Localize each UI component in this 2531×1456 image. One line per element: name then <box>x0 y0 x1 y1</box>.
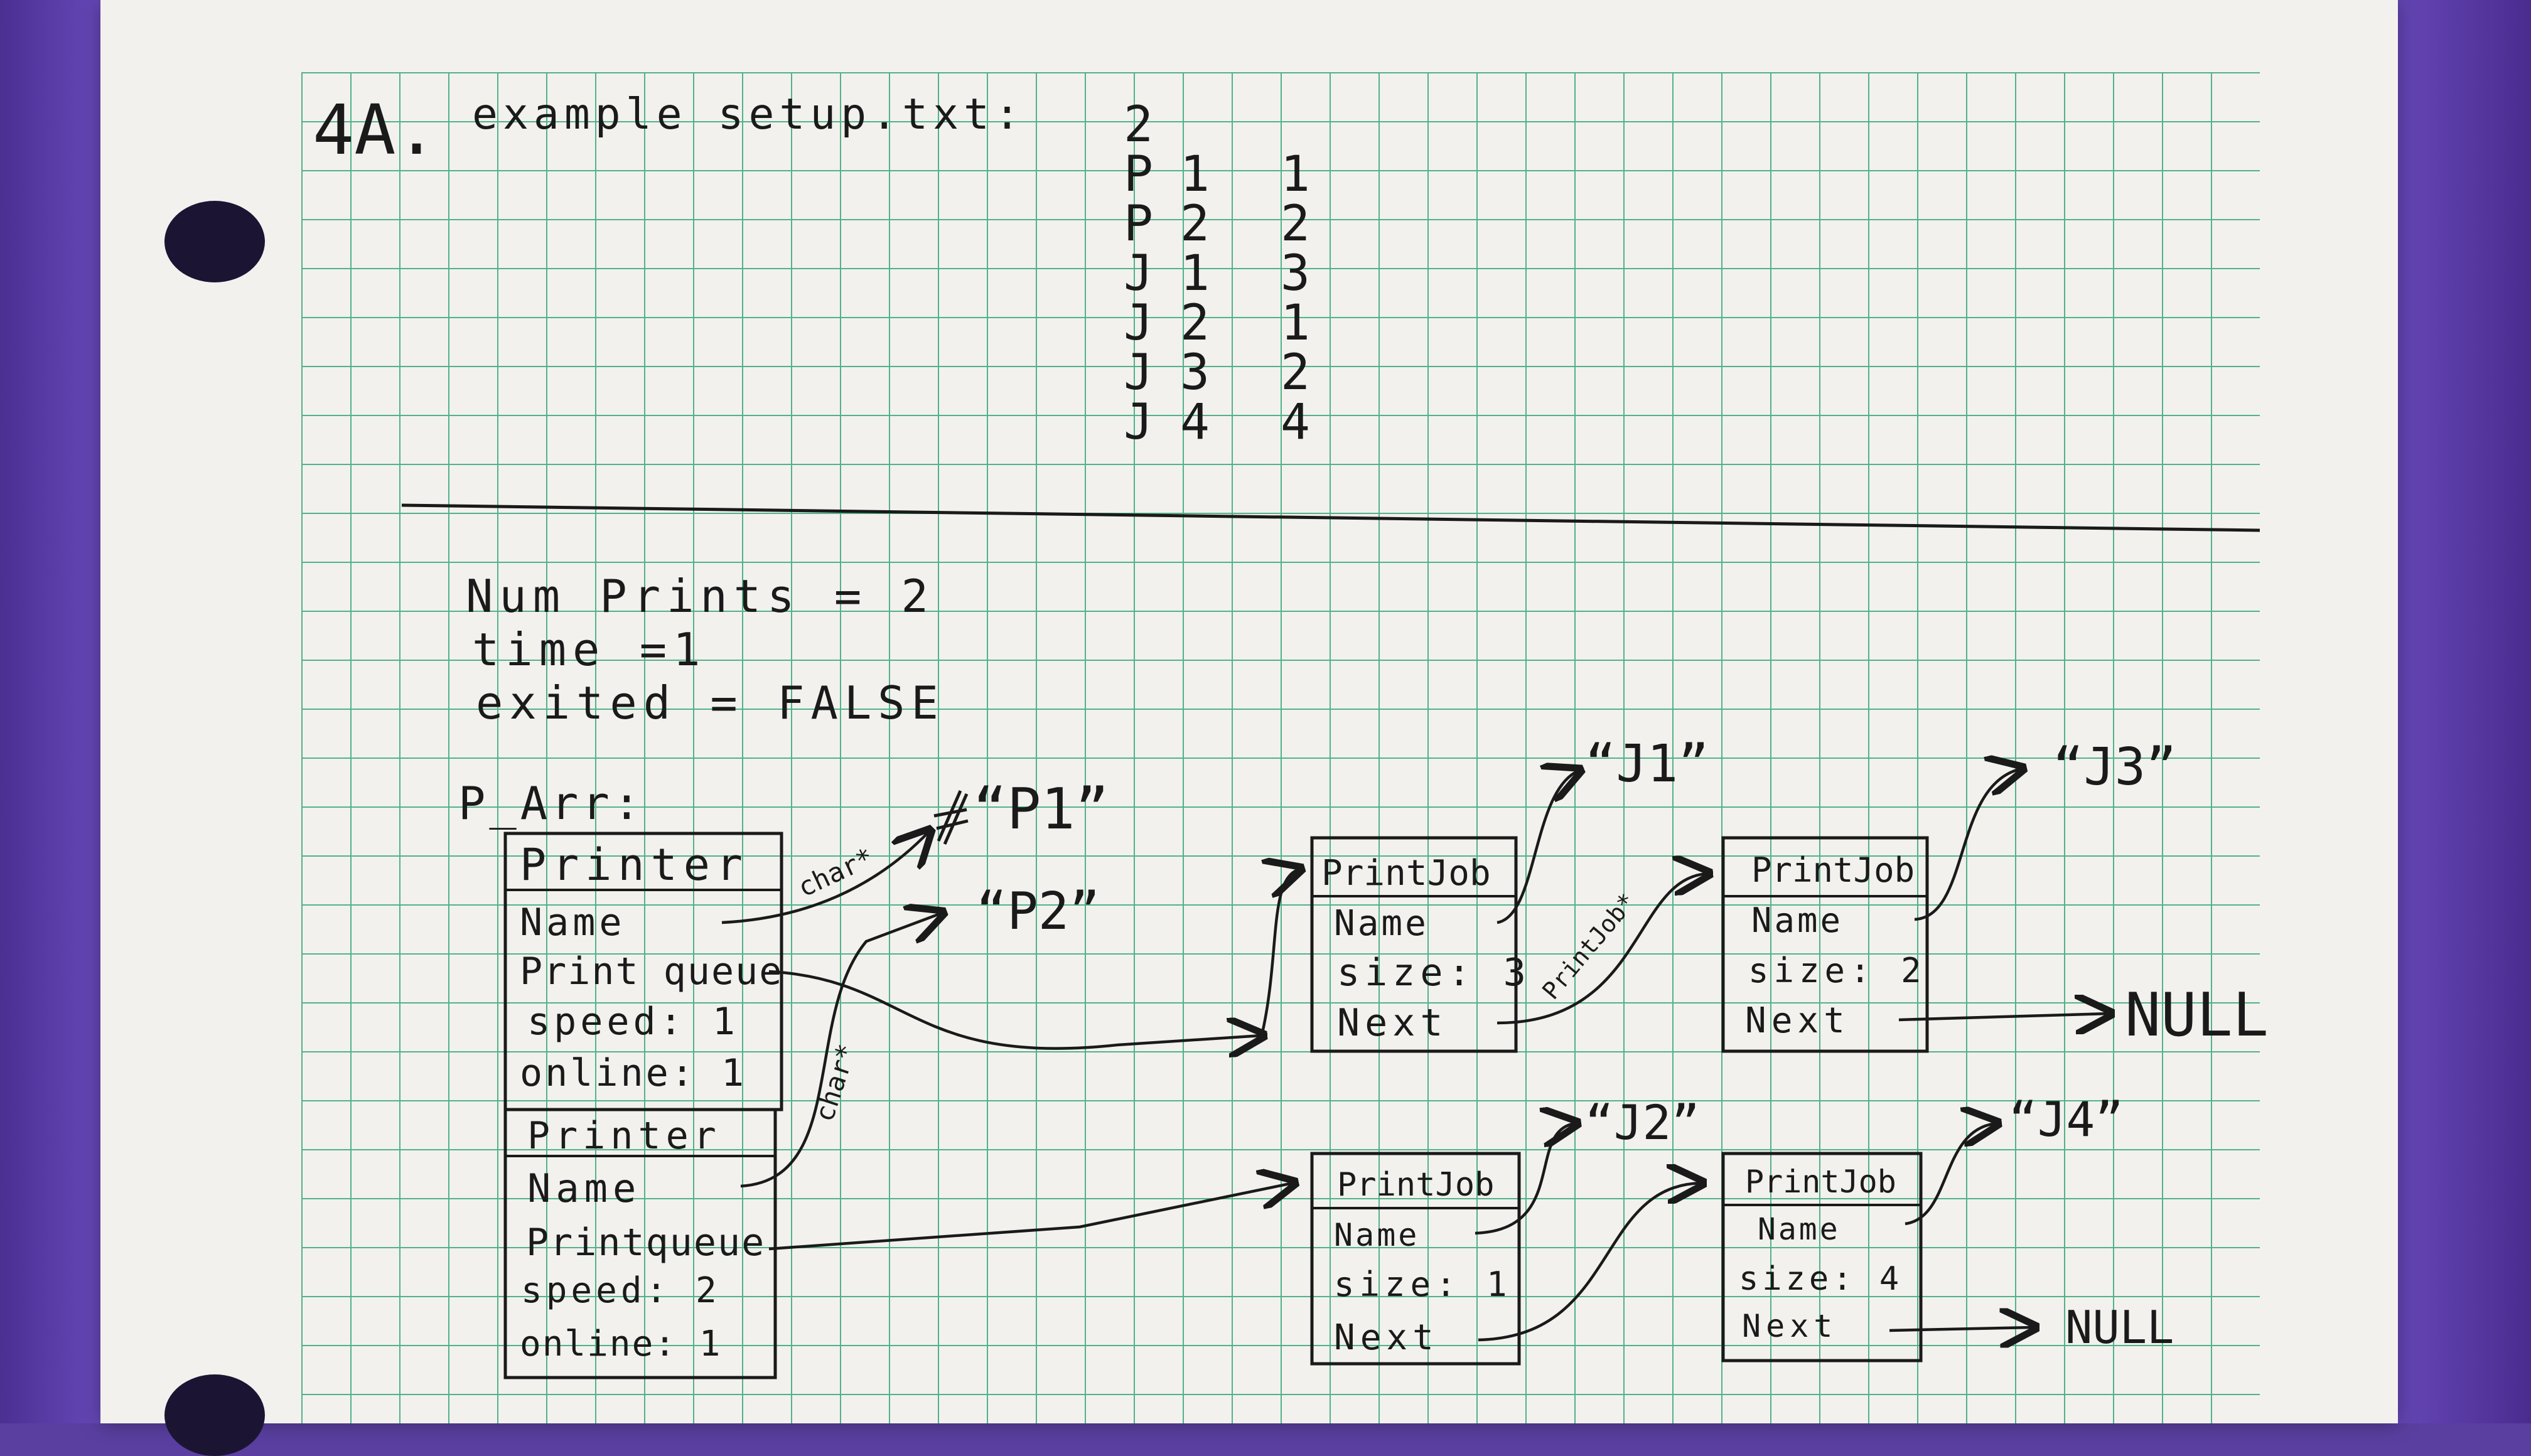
arrow-j4-next-to-null <box>1889 1327 2034 1330</box>
printer-2-field-online: online: 1 <box>520 1324 721 1364</box>
printer-2-field-queue: Printqueue <box>526 1221 765 1265</box>
setup-row-4-col-1: J <box>1124 295 1153 351</box>
problem-label: 4A. <box>313 90 438 170</box>
printer-1-field-online: online: 1 <box>520 1051 746 1095</box>
printer-2-field-name: Name <box>527 1165 641 1211</box>
printjob-j1-field-size: size: 3 <box>1337 951 1531 995</box>
setup-row-2-col-1: P <box>1124 196 1153 252</box>
printer-2-title: Printer <box>527 1114 721 1158</box>
arrow-j3-next-to-null <box>1898 1014 2109 1020</box>
setup-row-3-col-2: 1 <box>1180 245 1210 302</box>
setup-row-6-col-2: 4 <box>1180 394 1210 451</box>
string-j2: “J2” <box>1585 1095 1700 1150</box>
printer-1-title: Printer <box>520 839 749 891</box>
arrow-j1-name-to-string <box>1497 771 1579 924</box>
arrow-into-j1-struct <box>1260 869 1299 1036</box>
arrow-j2-next-to-j4 <box>1478 1183 1701 1342</box>
printjob-j2-title: PrintJob <box>1337 1166 1494 1204</box>
printjob-j2-field-size: size: 1 <box>1334 1265 1512 1304</box>
setup-row-2-col-3: 2 <box>1281 196 1310 252</box>
time-line: time =1 <box>472 623 706 676</box>
printjob-j4-field-size: size: 4 <box>1739 1260 1903 1298</box>
binder-hole-top <box>164 201 265 282</box>
setup-row-4-col-2: 2 <box>1180 295 1210 351</box>
section-divider <box>401 503 2260 532</box>
string-p1: “P1” <box>973 776 1109 842</box>
printjob-j4-field-next: Next <box>1742 1308 1837 1344</box>
null-label-1: NULL <box>2125 981 2269 1050</box>
printjob-j2-field-next: Next <box>1334 1317 1439 1358</box>
pointer-arrows <box>721 769 2109 1342</box>
string-p2: “P2” <box>976 882 1100 941</box>
setup-row-2-col-2: 2 <box>1180 196 1210 252</box>
printjob-j3-field-size: size: 2 <box>1748 951 1926 990</box>
printer-1-field-speed: speed: 1 <box>527 1000 739 1044</box>
string-j4: “J4” <box>2009 1091 2124 1147</box>
setup-row-3-col-3: 3 <box>1281 245 1310 302</box>
setup-row-1-col-3: 1 <box>1281 146 1310 203</box>
setup-heading: example setup.txt: <box>472 90 1025 139</box>
printjob-struct-j2: PrintJob Name size: 1 Next <box>1310 1152 1521 1366</box>
num-prints-line: Num Prints = 2 <box>466 570 935 623</box>
setup-row-5-col-1: J <box>1124 345 1153 401</box>
printjob-j4-title: PrintJob <box>1745 1164 1896 1200</box>
printjob-j3-title: PrintJob <box>1751 850 1915 890</box>
null-label-2: NULL <box>2065 1301 2174 1354</box>
arrow-printer1-name-to-p1 <box>721 832 929 924</box>
arrow-j4-name-to-string <box>1905 1123 1996 1226</box>
printer-1-field-queue: Print queue <box>520 950 783 993</box>
printjob-struct-j4: PrintJob Name size: 4 Next <box>1721 1152 1923 1362</box>
setup-row-6-col-3: 4 <box>1281 394 1310 451</box>
arrow-j2-name-to-string <box>1475 1123 1576 1235</box>
setup-row-5-col-3: 2 <box>1281 345 1310 401</box>
arrow-printer2-name-to-p2 <box>740 913 942 1188</box>
string-j3: “J3” <box>2053 737 2176 797</box>
arrow-j1-next-to-j3 <box>1497 874 1707 1025</box>
setup-row-1-col-1: P <box>1124 146 1153 203</box>
setup-row-4-col-3: 1 <box>1281 295 1310 351</box>
printjob-j1-field-next: Next <box>1337 1001 1448 1045</box>
printjob-j1-title: PrintJob <box>1321 853 1491 894</box>
printjob-j4-field-name: Name <box>1758 1212 1840 1247</box>
printjob-struct-j1: PrintJob Name size: 3 Next <box>1310 836 1531 1053</box>
arrow-printer2-queue-to-j2 <box>768 1183 1293 1251</box>
printjob-j1-field-name: Name <box>1334 903 1429 944</box>
background-right <box>2374 0 2531 1423</box>
label-char-star-1: char* <box>793 842 878 903</box>
printer-2-field-speed: speed: 2 <box>521 1270 721 1311</box>
printer-struct-1: Printer Name Print queue speed: 1 online… <box>503 832 783 1111</box>
exited-line: exited = FALSE <box>476 677 945 729</box>
printer-struct-2: Printer Name Printqueue speed: 2 online:… <box>503 1108 777 1379</box>
background-left <box>0 0 113 1423</box>
arrow-j3-name-to-string <box>1914 769 2021 921</box>
setup-row-1-col-2: 1 <box>1180 146 1210 203</box>
setup-row-5-col-2: 3 <box>1180 345 1210 401</box>
setup-row-6-col-1: J <box>1124 394 1153 451</box>
printjob-j3-field-next: Next <box>1745 1000 1850 1041</box>
printjob-j2-field-name: Name <box>1334 1217 1419 1253</box>
scribble-mark <box>933 790 969 845</box>
setup-row-0-col-1: 2 <box>1124 97 1153 153</box>
string-j1: “J1” <box>1585 734 1709 794</box>
setup-row-3-col-1: J <box>1124 245 1153 302</box>
p-arr-label: P_Arr: <box>458 777 644 830</box>
label-char-star-2: char* <box>809 1041 862 1125</box>
printjob-j3-field-name: Name <box>1751 901 1843 940</box>
label-printjob-star: PrintJob* <box>1537 888 1641 1005</box>
printer-1-field-name: Name <box>520 901 626 945</box>
arrow-printer1-queue-to-j1 <box>768 970 1262 1049</box>
printjob-struct-j3: PrintJob Name size: 2 Next <box>1721 836 1929 1053</box>
